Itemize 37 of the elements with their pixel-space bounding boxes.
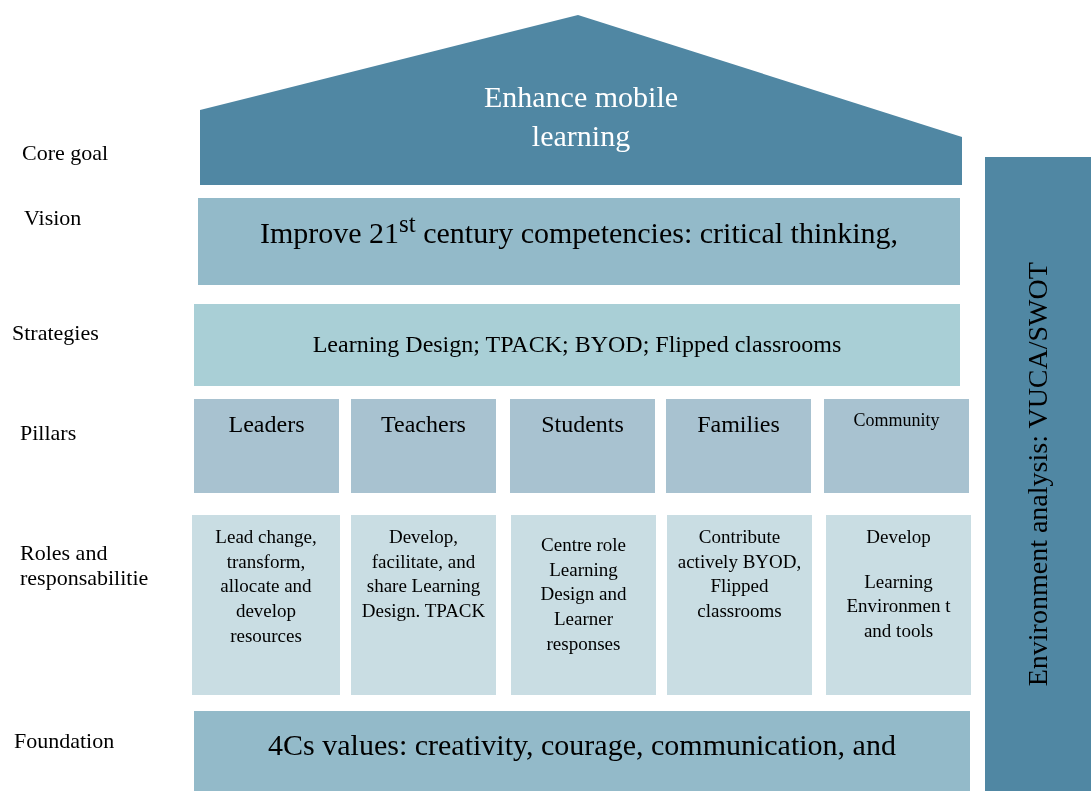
pillar-box: [510, 399, 655, 493]
strategies-band: [194, 304, 960, 386]
pillar-box: [824, 399, 969, 493]
box-text: Improve 21$^{st}$ century competencies: critical thinking,: [259, 209, 899, 251]
box-text: Learning Design; TPACK; BYOD; Flipped classrooms: [312, 330, 842, 360]
box-text: Leaders: [228, 410, 305, 439]
row-label: Strategies: [12, 320, 99, 346]
box-text: Develop, facilitate, and share Learning Design. TPACK: [361, 525, 486, 624]
role-box: [826, 515, 971, 695]
box-text: Learning Environmen t and tools: [845, 569, 952, 644]
box-text: Contribute actively BYOD, Flipped classrooms: [677, 525, 802, 624]
row-label: Core goal: [22, 140, 109, 166]
box-text: Families: [697, 410, 780, 439]
box-text: Lead change, transform, allocate and develop resources: [214, 525, 318, 648]
box-text: Students: [541, 410, 624, 439]
box-text: Teachers: [381, 410, 466, 439]
role-box: [667, 515, 812, 695]
row-label: Pillars: [20, 420, 77, 446]
side-text: Environment analysis: VUCA/SWOT: [1020, 261, 1054, 687]
side-bar: [985, 157, 1091, 791]
foundation-band: [194, 711, 970, 791]
box-text: Centre role Learning Design and Learner responses: [539, 533, 628, 656]
row-label: Foundation: [14, 728, 115, 754]
row-label: Roles and responsabilitie: [20, 540, 150, 591]
role-box: [192, 515, 340, 695]
goal-text: Enhance mobile learning: [482, 79, 680, 154]
pillar-box: [666, 399, 811, 493]
role-box: [511, 515, 656, 695]
box-text: 4Cs values: creativity, courage, communication, and: [268, 727, 896, 763]
box-text: Community: [853, 409, 940, 432]
row-label: Vision: [24, 205, 82, 231]
role-box: [351, 515, 496, 695]
roof-shape: [200, 15, 962, 185]
vision-band: [198, 198, 960, 285]
pillar-box: [194, 399, 339, 493]
pillar-box: [351, 399, 496, 493]
box-text: Develop: [865, 525, 932, 549]
